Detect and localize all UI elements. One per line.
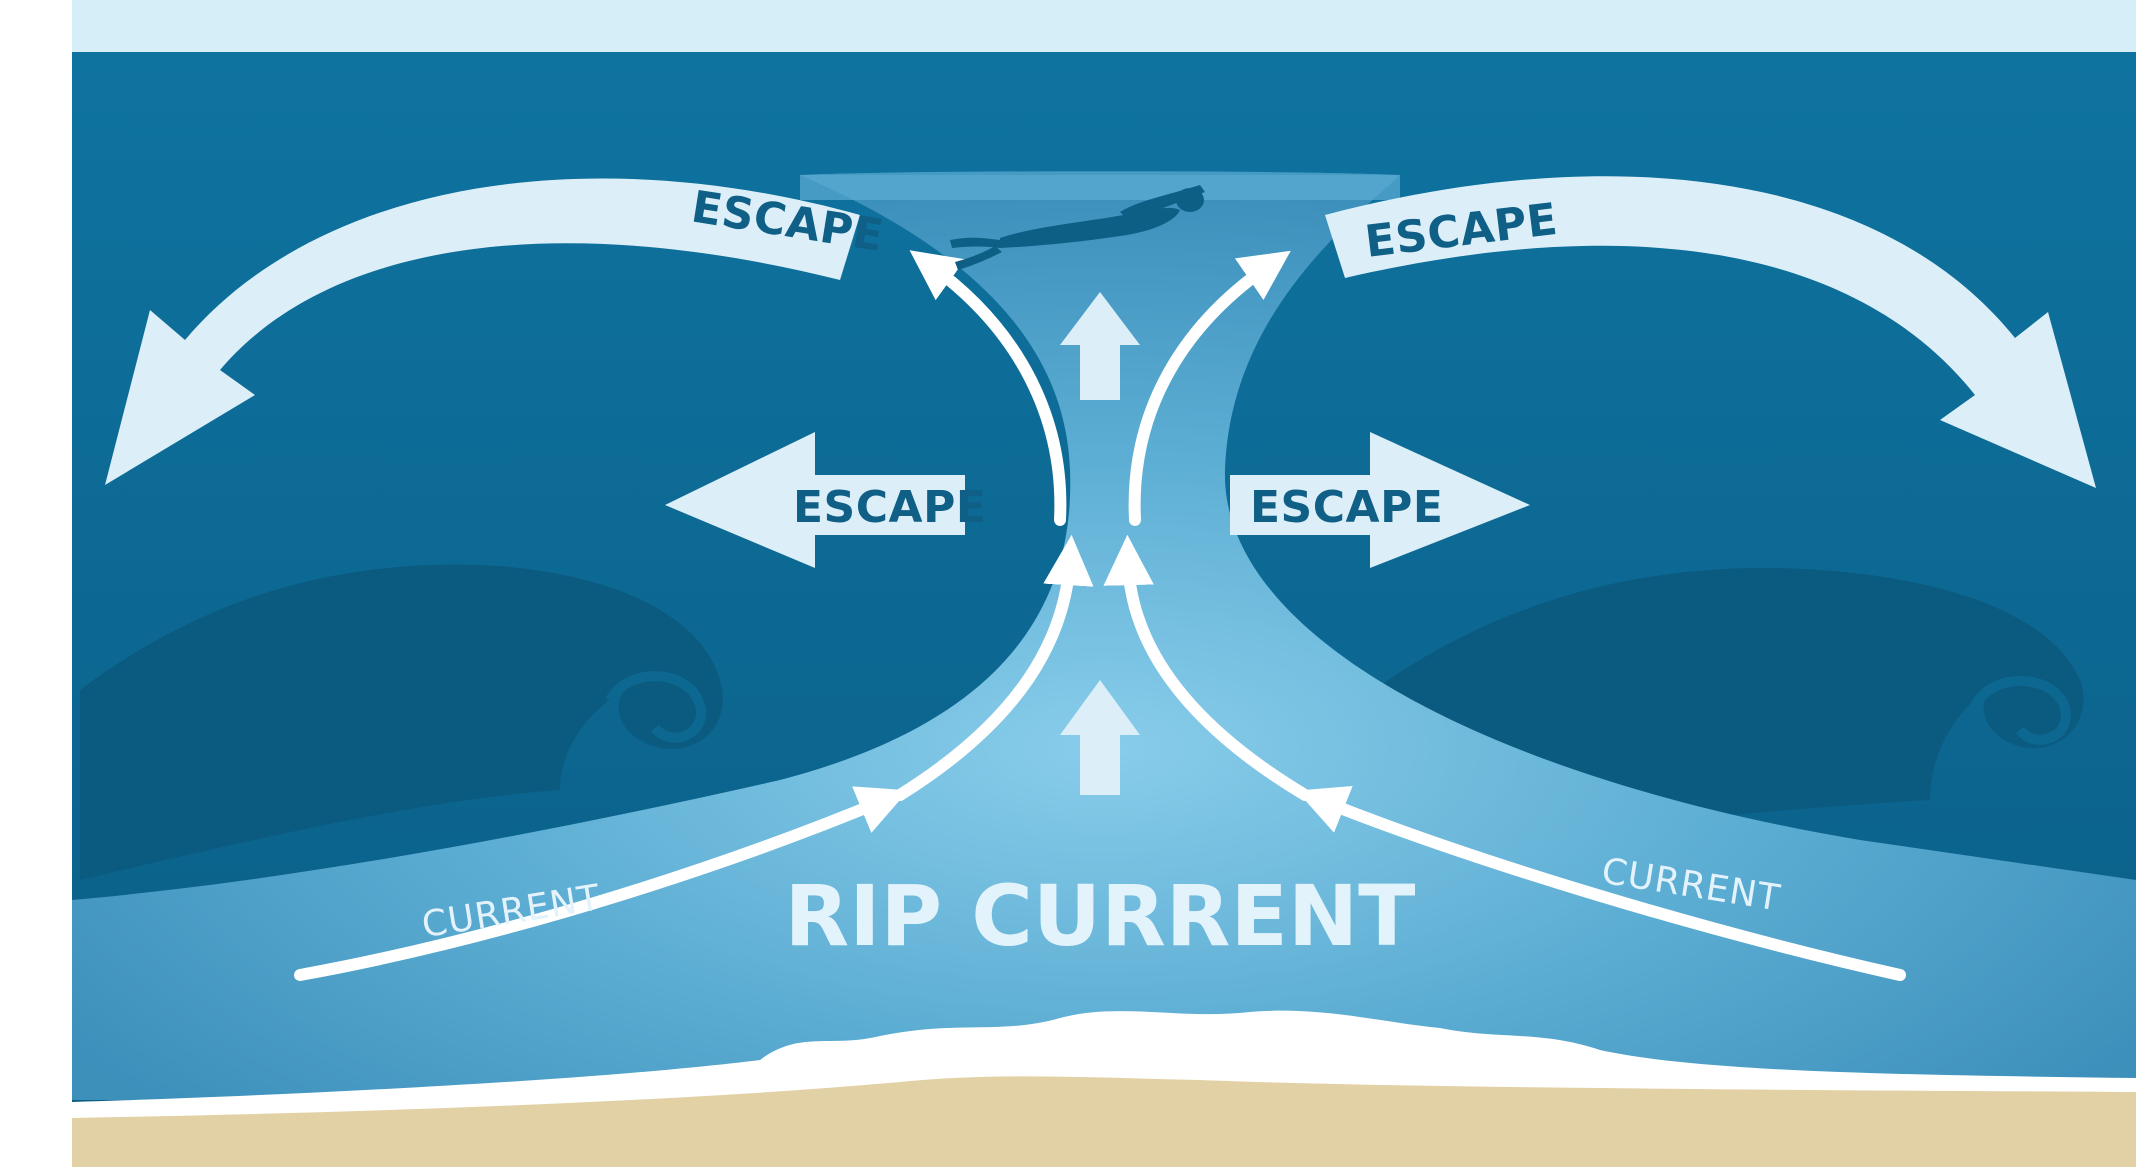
escape-label-mid-left: ESCAPE: [793, 482, 986, 533]
left-margin: [0, 0, 72, 1167]
sky-strip-inner: [72, 10, 2136, 52]
rip-channel-top: [800, 171, 1400, 200]
rip-current-label: RIP CURRENT: [785, 867, 1416, 965]
escape-label-mid-right: ESCAPE: [1250, 482, 1443, 533]
